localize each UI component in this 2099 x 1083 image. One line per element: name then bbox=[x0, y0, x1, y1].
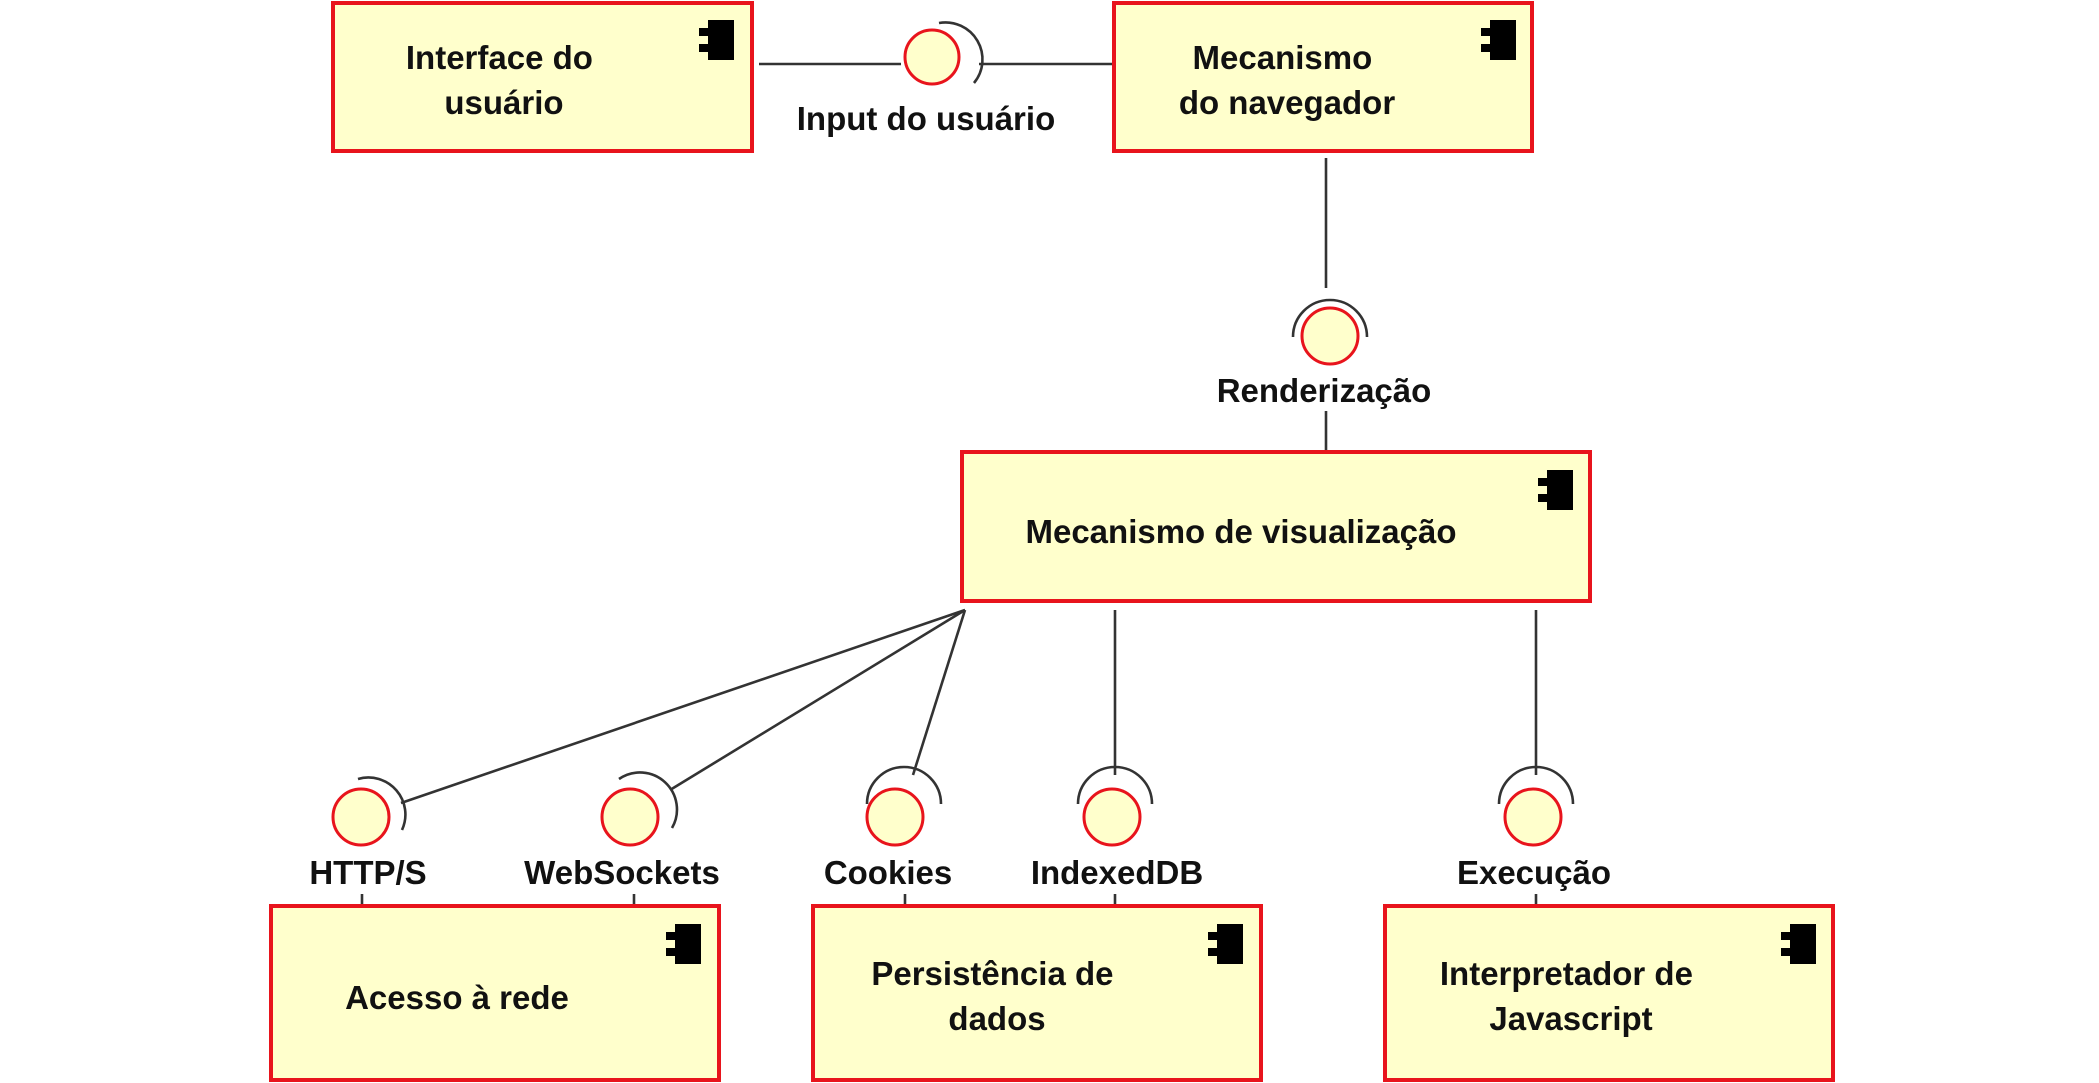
socket-arc-icon bbox=[357, 776, 407, 831]
interface-label-indexeddb: IndexedDB bbox=[1031, 854, 1203, 891]
interface-label-renderizacao: Renderização bbox=[1217, 372, 1432, 409]
lollipop-ball-icon bbox=[1082, 787, 1142, 847]
socket-arc-icon bbox=[1076, 765, 1154, 805]
component-label: Interface do usuário bbox=[406, 39, 602, 121]
component-label: Persistência de dados bbox=[871, 955, 1122, 1037]
interface-renderizacao: Renderização bbox=[1217, 298, 1432, 409]
socket-arc-icon bbox=[865, 765, 943, 805]
component-acesso-rede: Acesso à rede bbox=[269, 904, 721, 1082]
interface-execucao: Execução bbox=[1457, 765, 1611, 891]
lollipop-ball-icon bbox=[865, 787, 925, 847]
component-label: Mecanismo de visualização bbox=[1025, 513, 1456, 550]
lollipop-ball-icon bbox=[1503, 787, 1563, 847]
interface-label-execucao: Execução bbox=[1457, 854, 1611, 891]
lollipop-ball-icon bbox=[1300, 306, 1360, 366]
socket-arc-icon bbox=[1497, 765, 1575, 805]
interface-label-http: HTTP/S bbox=[309, 854, 426, 891]
lollipop-ball-icon bbox=[331, 787, 391, 847]
interface-http: HTTP/S bbox=[309, 776, 427, 891]
component-interface-usuario: Interface do usuário bbox=[331, 1, 754, 153]
lollipop-ball-icon bbox=[600, 787, 660, 847]
interface-input-usuario: Input do usuário bbox=[797, 21, 1055, 137]
wire-visualizacao-to-cookies bbox=[911, 609, 967, 776]
socket-arc-icon bbox=[1291, 298, 1369, 338]
component-interpretador-js: Interpretador de Javascript bbox=[1383, 904, 1835, 1082]
component-persistencia-dados: Persistência de dados bbox=[811, 904, 1263, 1082]
component-mecanismo-visualizacao: Mecanismo de visualização bbox=[960, 450, 1592, 603]
component-label: Interpretador de Javascript bbox=[1440, 955, 1702, 1037]
component-label: Mecanismo do navegador bbox=[1179, 39, 1396, 121]
interface-label-websockets: WebSockets bbox=[524, 854, 720, 891]
interface-label-input-usuario: Input do usuário bbox=[797, 100, 1055, 137]
lollipop-ball-icon bbox=[903, 28, 961, 86]
interface-indexeddb: IndexedDB bbox=[1031, 765, 1203, 891]
wire-visualizacao-to-http bbox=[400, 608, 966, 805]
interface-websockets: WebSockets bbox=[524, 771, 720, 891]
component-label: Acesso à rede bbox=[345, 979, 569, 1016]
interface-label-cookies: Cookies bbox=[824, 854, 952, 891]
component-mecanismo-navegador: Mecanismo do navegador bbox=[1112, 1, 1534, 153]
socket-arc-icon bbox=[938, 21, 984, 84]
socket-arc-icon bbox=[618, 771, 679, 829]
wire-visualizacao-to-websockets bbox=[669, 608, 966, 792]
interface-cookies: Cookies bbox=[824, 765, 952, 891]
